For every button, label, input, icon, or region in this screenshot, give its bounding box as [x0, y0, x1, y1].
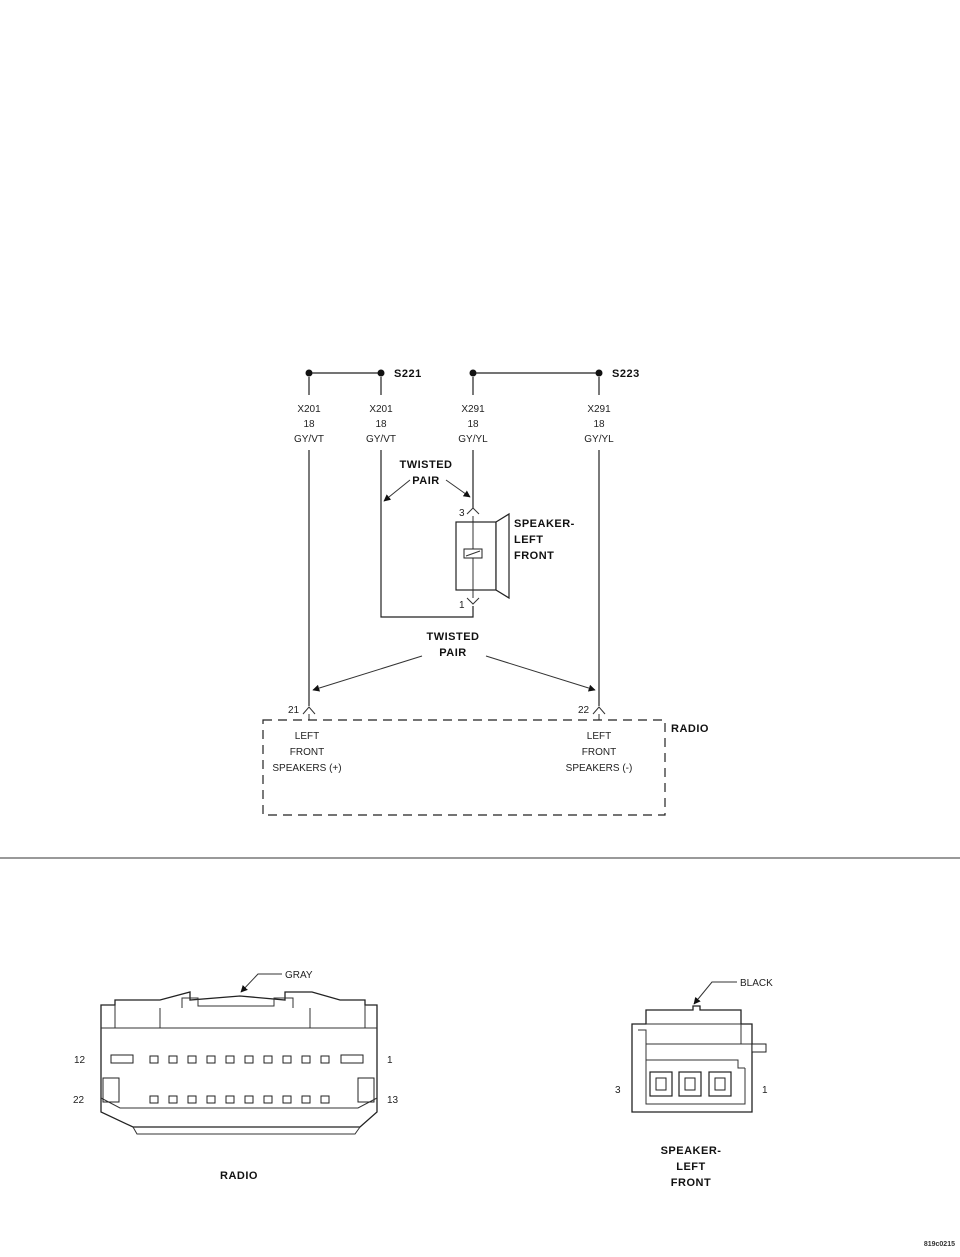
- speaker-symbol: 3 1: [455, 507, 510, 611]
- speaker-pin-3: 3: [459, 508, 465, 519]
- svg-text:18: 18: [467, 419, 479, 430]
- radio-right-function: LEFT FRONT SPEAKERS (-): [566, 731, 633, 774]
- twisted-pair-top-label: TWISTED PAIR: [400, 459, 453, 487]
- wire-label-3: X291 18 GY/YL: [458, 404, 488, 445]
- radio-connector-pin-22: 22: [73, 1095, 85, 1106]
- radio-connector-pin-12: 12: [74, 1055, 86, 1066]
- speaker-connector-color: BLACK: [740, 978, 773, 989]
- speaker-connector-title-3: FRONT: [671, 1177, 711, 1189]
- svg-text:18: 18: [375, 419, 387, 430]
- speaker-label: SPEAKER- LEFT FRONT: [514, 518, 575, 562]
- speaker-connector-title-1: SPEAKER-: [661, 1145, 722, 1157]
- speaker-connector: BLACK 3 1 SPEAKER- LEFT FRONT: [615, 978, 773, 1189]
- radio-connector-pin-1: 1: [387, 1055, 393, 1066]
- svg-text:GY/YL: GY/YL: [584, 434, 614, 445]
- radio-pin-21: 21: [288, 705, 300, 716]
- twisted-pair-top-arrow-right: [445, 479, 471, 498]
- svg-text:FRONT: FRONT: [582, 747, 616, 758]
- svg-text:FRONT: FRONT: [290, 747, 324, 758]
- svg-text:SPEAKERS (+): SPEAKERS (+): [272, 763, 341, 774]
- svg-text:X201: X201: [369, 404, 393, 415]
- speaker-connector-title-2: LEFT: [676, 1161, 706, 1173]
- twisted-pair-bottom-label: TWISTED PAIR: [427, 631, 480, 659]
- twisted-pair-bottom-arrow-left: [312, 655, 423, 692]
- svg-text:GY/VT: GY/VT: [294, 434, 324, 445]
- radio-connector-color: GRAY: [285, 970, 313, 981]
- splice-s223-label: S223: [612, 368, 640, 380]
- svg-text:18: 18: [593, 419, 605, 430]
- svg-text:LEFT: LEFT: [587, 731, 611, 742]
- splice-s223: S223: [469, 368, 640, 380]
- svg-text:FRONT: FRONT: [514, 550, 554, 562]
- svg-text:X291: X291: [587, 404, 611, 415]
- svg-text:PAIR: PAIR: [439, 647, 466, 659]
- wire-label-1: X201 18 GY/VT: [294, 404, 324, 445]
- svg-text:X291: X291: [461, 404, 485, 415]
- wire-label-2: X201 18 GY/VT: [366, 404, 396, 445]
- svg-text:TWISTED: TWISTED: [427, 631, 480, 643]
- svg-text:LEFT: LEFT: [514, 534, 544, 546]
- svg-text:SPEAKERS (-): SPEAKERS (-): [566, 763, 633, 774]
- svg-text:18: 18: [303, 419, 315, 430]
- figure-id: 819c0215: [924, 1241, 955, 1248]
- twisted-pair-bottom-arrow-right: [485, 655, 596, 692]
- splice-s221-label: S221: [394, 368, 422, 380]
- radio-left-function: LEFT FRONT SPEAKERS (+): [272, 731, 341, 774]
- svg-text:TWISTED: TWISTED: [400, 459, 453, 471]
- svg-text:SPEAKER-: SPEAKER-: [514, 518, 575, 530]
- twisted-pair-top-arrow-left: [383, 479, 411, 502]
- wire-x201-speaker: [380, 450, 474, 618]
- svg-text:X201: X201: [297, 404, 321, 415]
- radio-connector: GRAY: [73, 970, 399, 1182]
- speaker-connector-pin-3: 3: [615, 1085, 621, 1096]
- svg-text:PAIR: PAIR: [412, 475, 439, 487]
- svg-text:GY/YL: GY/YL: [458, 434, 488, 445]
- radio-label: RADIO: [671, 723, 709, 735]
- speaker-connector-pin-1: 1: [762, 1085, 768, 1096]
- radio-connector-pin-13: 13: [387, 1095, 399, 1106]
- svg-text:LEFT: LEFT: [295, 731, 319, 742]
- radio-pin-22: 22: [578, 705, 590, 716]
- speaker-pin-1: 1: [459, 600, 465, 611]
- radio-component-box: [262, 719, 666, 816]
- svg-text:GY/VT: GY/VT: [366, 434, 396, 445]
- splice-s221: S221: [305, 368, 422, 380]
- wire-label-4: X291 18 GY/YL: [584, 404, 614, 445]
- radio-connector-title: RADIO: [220, 1170, 258, 1182]
